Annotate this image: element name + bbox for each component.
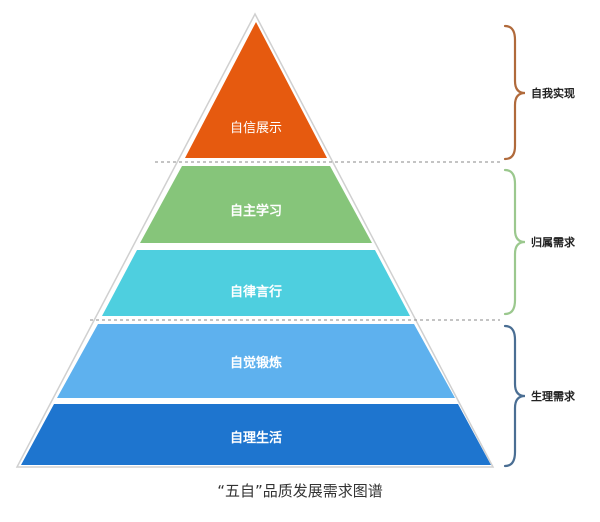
pyramid-level-5-label: 自理生活 <box>230 430 282 446</box>
pyramid-level-5 <box>21 404 491 465</box>
pyramid-outline <box>15 12 495 468</box>
pyramid-level-4 <box>57 324 455 398</box>
pyramid-level-2 <box>140 166 372 243</box>
group-label-self-actualization: 自我实现 <box>531 86 575 100</box>
brace-self-actualization <box>503 24 526 161</box>
pyramid-level-1-label: 自信展示 <box>230 121 282 136</box>
pyramid-level-3 <box>102 250 410 316</box>
pyramid-level-3-label: 自律言行 <box>230 284 282 300</box>
brace-physiological <box>503 324 526 468</box>
group-label-physiological: 生理需求 <box>531 389 576 403</box>
pyramid-level-2-label: 自主学习 <box>230 203 282 219</box>
pyramid-level-4-label: 自觉锻炼 <box>230 355 282 371</box>
diagram-caption: “五自”品质发展需求图谱 <box>217 482 383 500</box>
brace-belonging <box>503 168 526 316</box>
pyramid-level-1 <box>185 22 327 158</box>
group-label-belonging: 归属需求 <box>531 235 576 249</box>
